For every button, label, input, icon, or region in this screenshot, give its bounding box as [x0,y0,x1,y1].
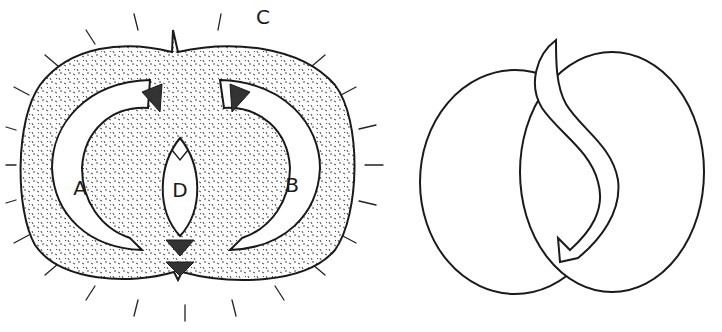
valve-mark [172,150,188,160]
heart-wall [21,30,355,280]
chamber-a [52,80,150,250]
part-label: C [256,7,270,27]
part-label: B [285,175,299,195]
chamber-d [163,138,198,236]
part-label: A [73,178,87,198]
chamber-b [220,80,320,250]
outline-figure [420,40,704,294]
radiating-lines [6,14,383,321]
part-label: D [172,180,187,200]
flow-arrowheads [142,84,250,276]
